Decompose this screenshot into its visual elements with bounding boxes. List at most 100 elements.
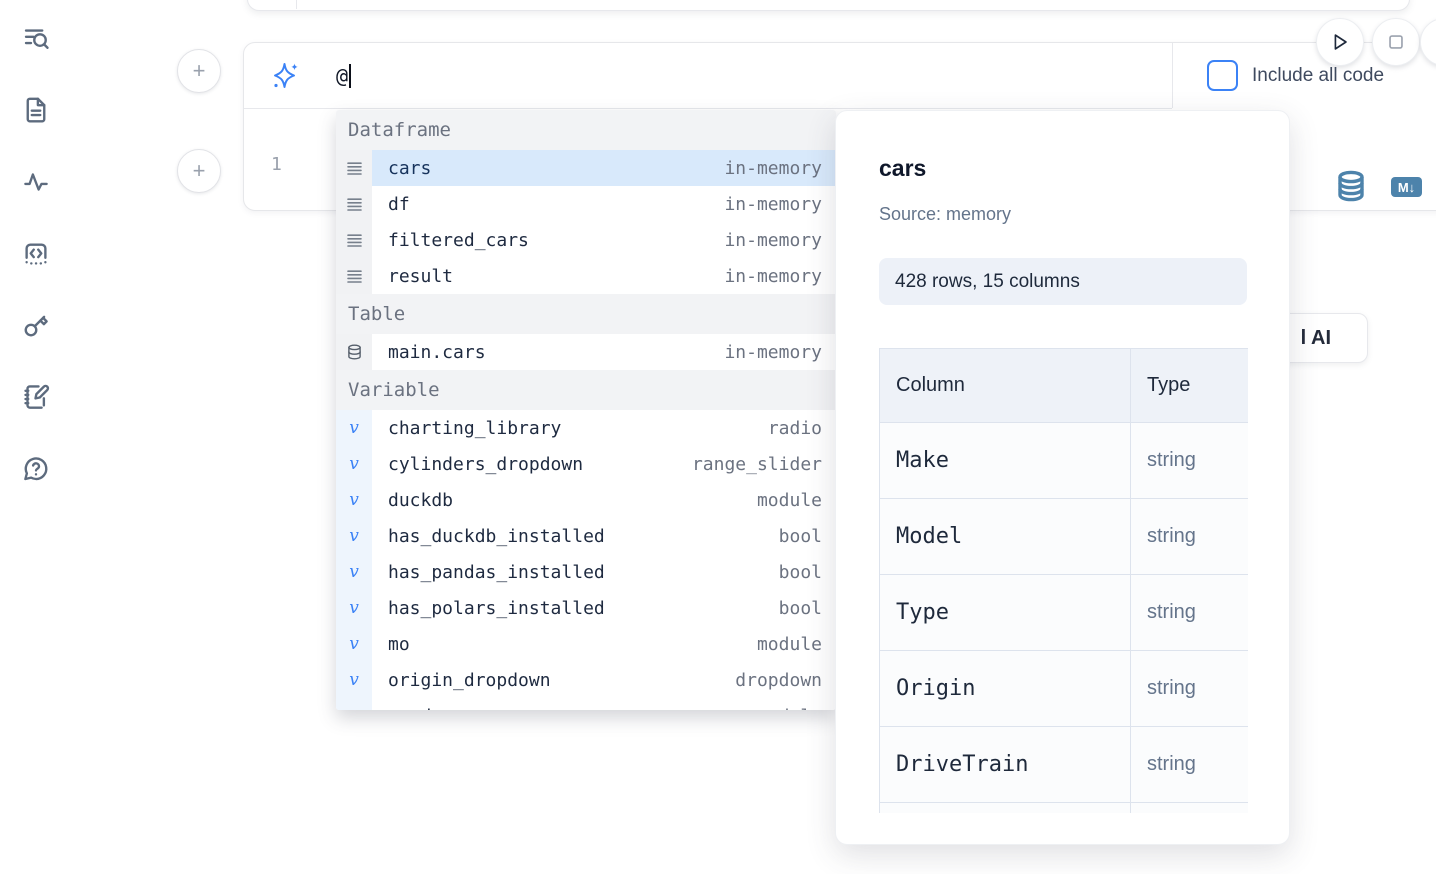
database-icon — [336, 334, 372, 370]
item-type: in-memory — [724, 193, 822, 215]
rows-icon — [336, 258, 372, 294]
code-snippet-icon[interactable] — [18, 236, 54, 272]
variable-icon: v — [336, 698, 372, 710]
previous-cell-edge — [247, 0, 1410, 11]
preview-shape-badge: 428 rows, 15 columns — [879, 258, 1247, 305]
autocomplete-item-pandas[interactable]: vpandasmodule — [336, 698, 836, 710]
prompt-text: @ — [336, 63, 352, 88]
item-type: in-memory — [724, 229, 822, 251]
item-name: charting_library — [388, 417, 562, 439]
preview-title: cars — [879, 155, 927, 181]
file-document-icon[interactable] — [18, 92, 54, 128]
item-type: range_slider — [691, 453, 822, 475]
schema-column-type: string — [1130, 498, 1248, 575]
autocomplete-item-content: cars in-memory — [372, 150, 836, 186]
item-name: cylinders_dropdown — [388, 453, 584, 475]
schema-col-header: Column — [879, 348, 1131, 423]
autocomplete-section-header: Dataframe — [336, 110, 836, 150]
item-name: pandas — [388, 706, 453, 711]
include-all-code-checkbox[interactable] — [1207, 60, 1238, 91]
autocomplete-item-df[interactable]: df in-memory — [336, 186, 836, 222]
autocomplete-item-filtered_cars[interactable]: filtered_cars in-memory — [336, 222, 836, 258]
schema-column-name: Model — [879, 498, 1131, 575]
list-search-icon[interactable] — [18, 20, 54, 56]
convert-to-markdown-icon[interactable]: M↓ — [1391, 177, 1422, 197]
item-name: has_polars_installed — [388, 597, 605, 619]
variable-icon: v — [336, 482, 372, 518]
item-type: bool — [778, 561, 822, 583]
add-cell-above-button[interactable]: + — [177, 49, 221, 93]
item-name: origin_dropdown — [388, 669, 551, 691]
play-icon — [1334, 34, 1347, 50]
rows-icon — [336, 150, 372, 186]
stop-button[interactable] — [1372, 18, 1420, 66]
datasource-icon[interactable] — [1336, 170, 1366, 207]
autocomplete-item-main.cars[interactable]: main.cars in-memory — [336, 334, 836, 370]
autocomplete-section-header: Variable — [336, 370, 836, 410]
text-cursor — [349, 63, 352, 88]
variable-icon: v — [336, 554, 372, 590]
variable-icon: v — [336, 518, 372, 554]
schema-col-header: Type — [1130, 348, 1248, 423]
item-type: bool — [778, 597, 822, 619]
item-name: duckdb — [388, 489, 454, 511]
dataframe-preview-popup: cars Source: memory 428 rows, 15 columns… — [835, 110, 1290, 845]
item-name: cars — [388, 157, 432, 179]
schema-column-type: string — [1130, 574, 1248, 651]
notebook-edit-icon[interactable] — [18, 379, 54, 415]
item-type: bool — [778, 525, 822, 547]
item-name: main.cars — [388, 341, 486, 363]
schema-column-type: string — [1130, 650, 1248, 727]
autocomplete-item-content: main.cars in-memory — [372, 334, 836, 370]
item-name: has_pandas_installed — [388, 561, 605, 583]
line-number: 1 — [271, 154, 282, 175]
code-editor[interactable]: 1 — [244, 108, 1436, 209]
key-icon[interactable] — [18, 307, 54, 343]
autocomplete-item-cars[interactable]: cars in-memory — [336, 150, 836, 186]
item-type: in-memory — [724, 341, 822, 363]
add-cell-below-button[interactable]: + — [177, 149, 221, 193]
run-cell-button[interactable] — [1316, 18, 1364, 66]
stop-icon — [1389, 35, 1403, 49]
rows-icon — [336, 186, 372, 222]
item-name: df — [388, 193, 410, 215]
include-all-code-label: Include all code — [1252, 64, 1385, 86]
autocomplete-item-has_pandas_installed[interactable]: v has_pandas_installed bool — [336, 554, 836, 590]
item-type: radio — [767, 417, 822, 439]
item-type: in-memory — [724, 157, 822, 179]
item-type: dropdown — [735, 669, 822, 691]
ai-prompt-input[interactable]: @ — [244, 43, 1172, 109]
schema-column-type: string — [1130, 422, 1248, 499]
item-type: module — [756, 489, 822, 511]
autocomplete-section-header: Table — [336, 294, 836, 334]
schema-column-type: string — [1130, 726, 1248, 803]
autocomplete-item-content: filtered_cars in-memory — [372, 222, 836, 258]
sidebar — [0, 0, 72, 874]
item-name: filtered_cars — [388, 229, 529, 251]
autocomplete-item-content: pandasmodule — [372, 698, 836, 710]
activity-icon[interactable] — [18, 164, 54, 200]
autocomplete-item-content: df in-memory — [372, 186, 836, 222]
help-chat-icon[interactable] — [18, 451, 54, 487]
autocomplete-item-content: has_polars_installed bool — [372, 590, 836, 626]
item-name: result — [388, 265, 454, 287]
ai-sparkle-icon — [274, 62, 298, 88]
